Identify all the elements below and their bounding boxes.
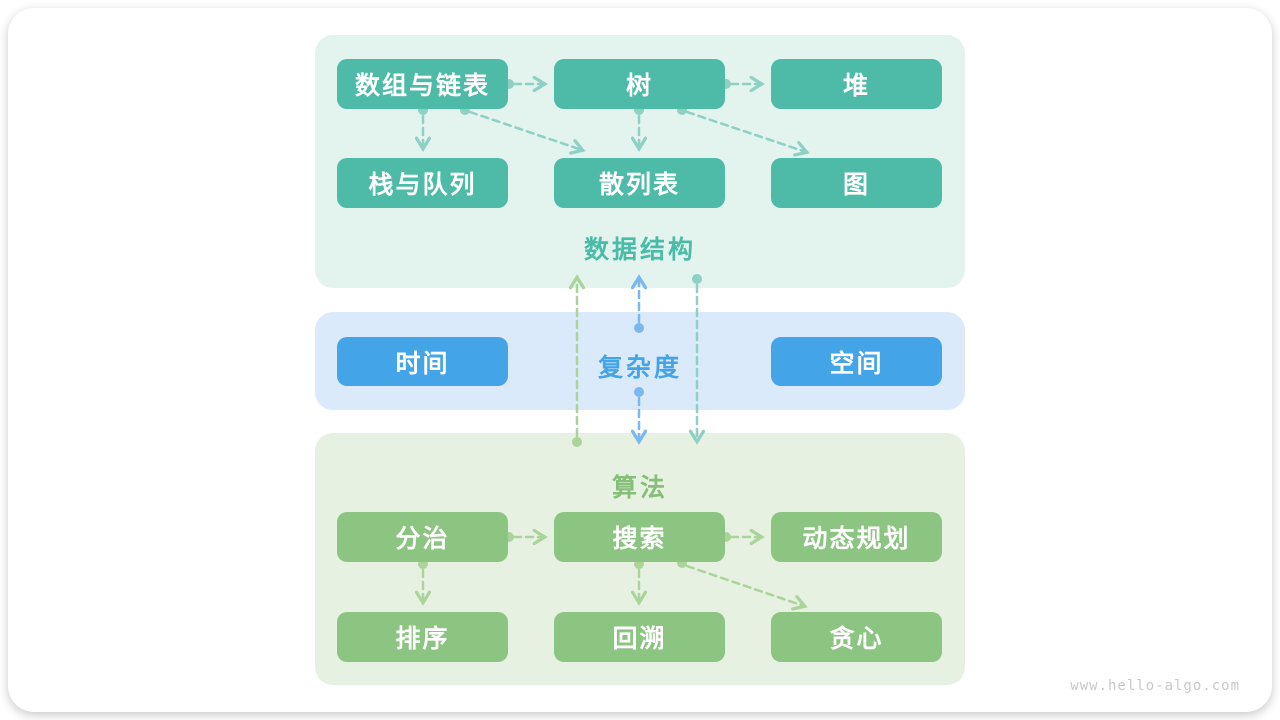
section-label-complexity: 复杂度: [597, 354, 682, 382]
node-dynamic-programming: 动态规划: [771, 512, 942, 562]
node-time: 时间: [337, 337, 508, 386]
watermark-url: www.hello-algo.com: [1070, 678, 1240, 694]
node-arrays-linked-lists: 数组与链表: [337, 59, 508, 109]
node-heap: 堆: [771, 59, 942, 109]
node-divide-conquer: 分治: [337, 512, 508, 562]
section-label-algorithms: 算法: [611, 474, 668, 502]
node-tree: 树: [554, 59, 725, 109]
section-label-data-structures: 数据结构: [583, 236, 696, 264]
node-stack-queue: 栈与队列: [337, 158, 508, 208]
node-space: 空间: [771, 337, 942, 386]
node-greedy: 贪心: [771, 612, 942, 662]
node-backtracking: 回溯: [554, 612, 725, 662]
node-sorting: 排序: [337, 612, 508, 662]
node-hash-table: 散列表: [554, 158, 725, 208]
node-search: 搜索: [554, 512, 725, 562]
node-graph: 图: [771, 158, 942, 208]
